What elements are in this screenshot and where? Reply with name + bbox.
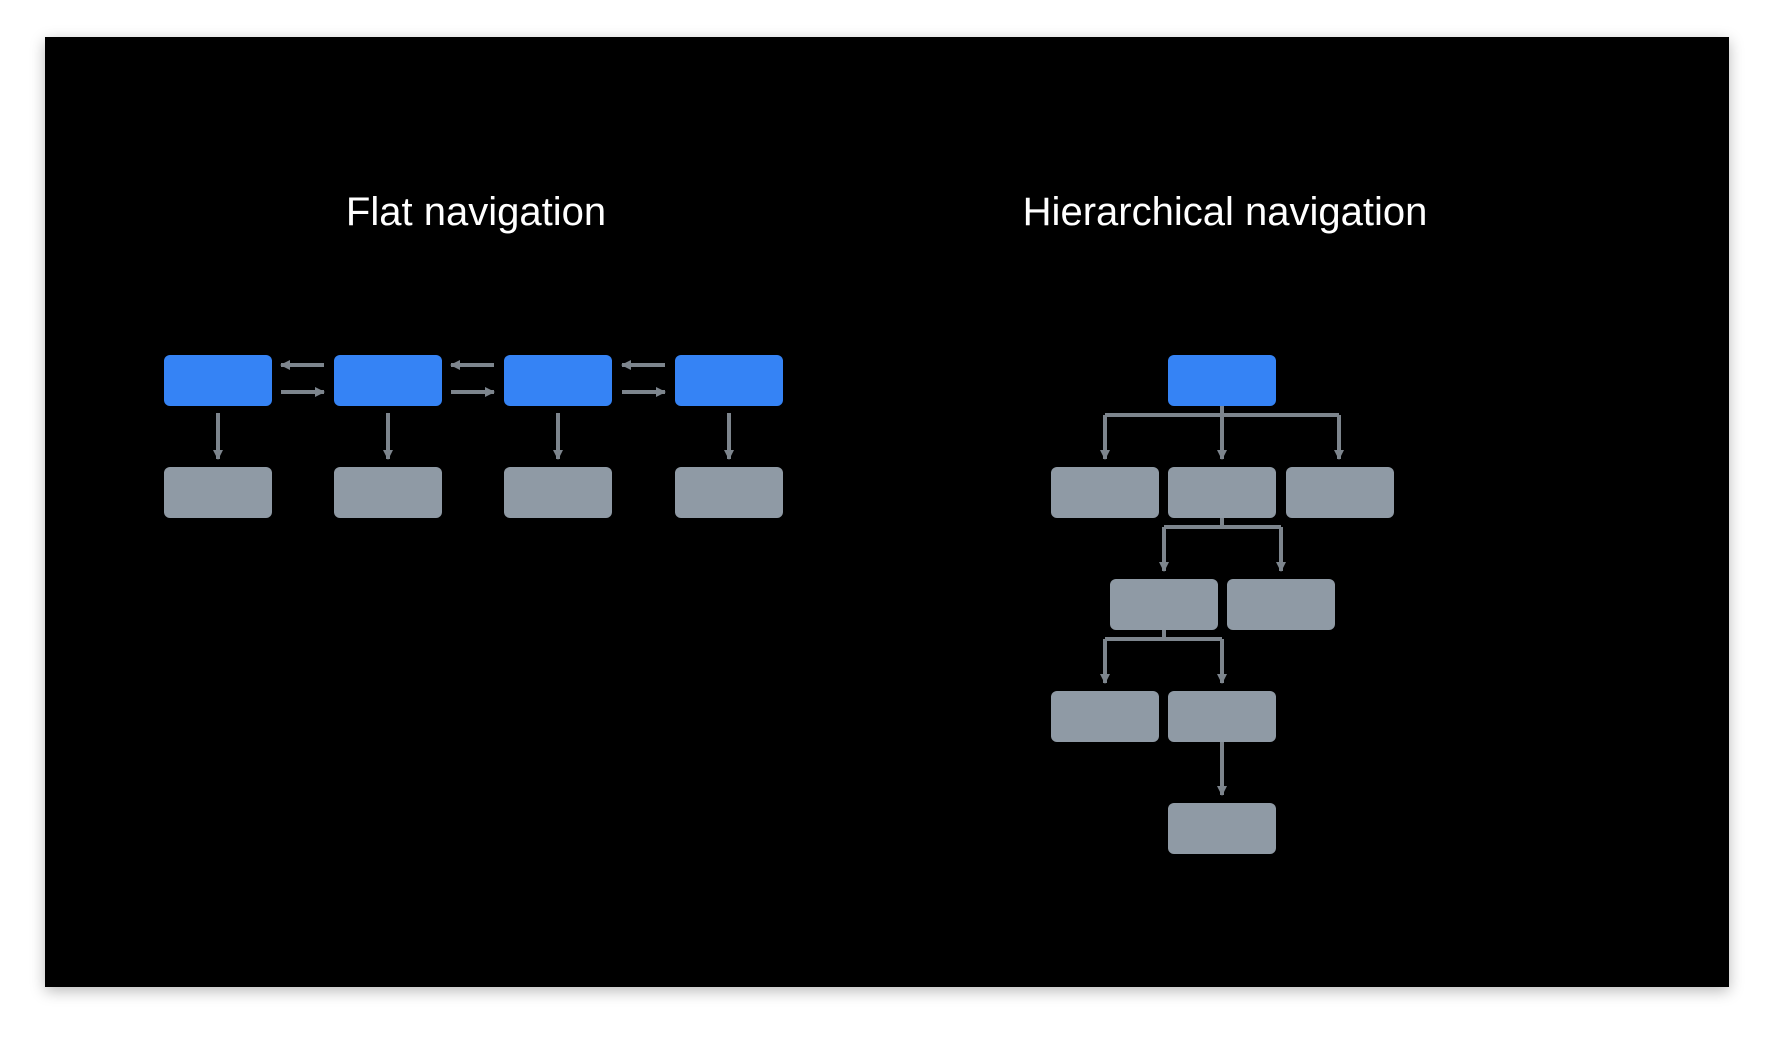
flat-primary-screen — [675, 355, 783, 406]
flat-navigation-diagram — [164, 355, 783, 518]
hier-screen — [1168, 691, 1276, 742]
tree-connector — [1164, 518, 1281, 529]
flat-primary-screen — [164, 355, 272, 406]
hier-screen — [1051, 467, 1159, 518]
flat-child-screen — [504, 467, 612, 518]
tree-connector — [1105, 630, 1222, 641]
hier-screen — [1110, 579, 1218, 630]
flat-child-screen — [675, 467, 783, 518]
flat-navigation-title: Flat navigation — [345, 190, 607, 234]
tree-connector — [1105, 406, 1339, 417]
hierarchical-navigation-diagram — [1051, 355, 1394, 854]
flat-child-screen — [334, 467, 442, 518]
hier-screen — [1286, 467, 1394, 518]
hier-screen — [1051, 691, 1159, 742]
hier-screen — [1168, 803, 1276, 854]
flat-primary-screen — [504, 355, 612, 406]
navigation-diagrams — [164, 355, 1394, 854]
hier-screen — [1168, 467, 1276, 518]
hier-root-screen — [1168, 355, 1276, 406]
flat-primary-screen — [334, 355, 442, 406]
flat-child-screen — [164, 467, 272, 518]
hierarchical-navigation-title: Hierarchical navigation — [1022, 190, 1428, 234]
hier-screen — [1227, 579, 1335, 630]
slide: Flat navigation Hierarchical navigation — [45, 37, 1729, 987]
